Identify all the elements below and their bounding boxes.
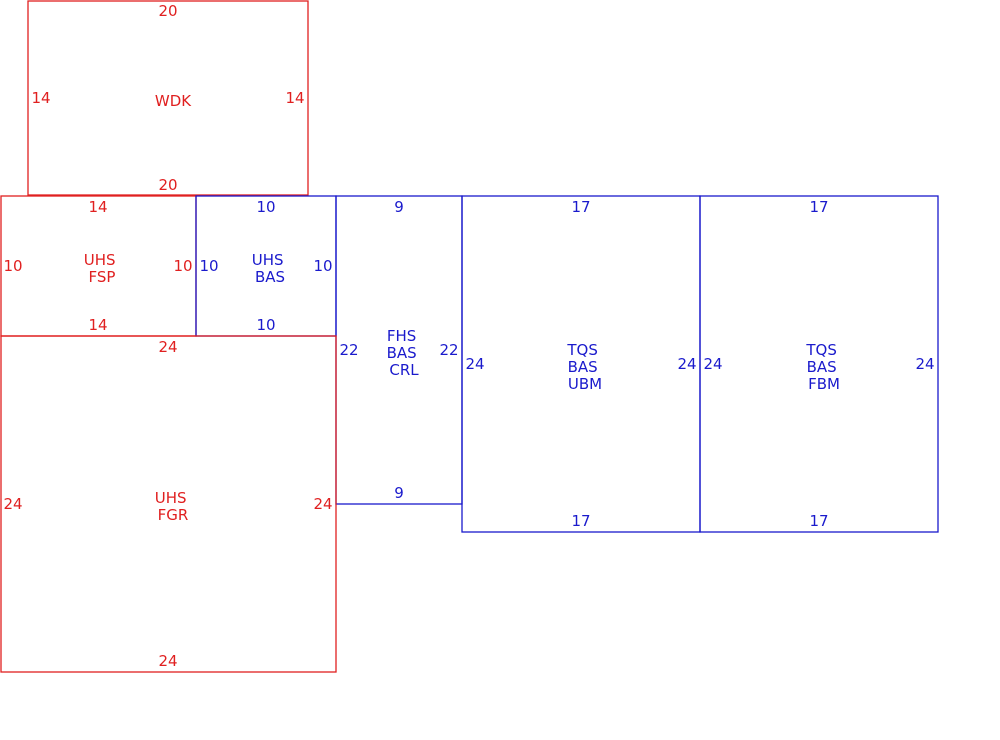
area-outline: [27, 0, 309, 196]
area-label-line: WDK: [155, 92, 192, 110]
dim-left: 24: [465, 355, 484, 373]
area-tqs-bas-ubm[interactable]: 17 17 24 24 TQS BAS UBM: [461, 195, 701, 533]
area-label: UHS BAS: [252, 251, 289, 286]
dim-left: 10: [199, 257, 218, 275]
area-label-line: UBM: [568, 375, 602, 393]
area-label-line: TQS: [805, 341, 837, 359]
dim-top: 17: [809, 198, 828, 216]
dim-left: 24: [3, 495, 22, 513]
area-uhs-fgr[interactable]: 24 24 24 24 UHS FGR: [0, 335, 337, 673]
area-fhs-bas-crl[interactable]: 9 9 22 22 FHS BAS CRL: [335, 195, 463, 505]
area-label-line: FHS: [387, 327, 416, 345]
area-label: FHS BAS CRL: [387, 327, 422, 379]
dim-right: 24: [915, 355, 934, 373]
area-label: TQS BAS FBM: [805, 341, 841, 393]
dim-top: 10: [256, 198, 275, 216]
dim-top: 24: [158, 338, 177, 356]
dim-bottom: 17: [809, 512, 828, 530]
area-outline: [699, 195, 939, 533]
area-label-line: CRL: [389, 361, 419, 379]
dim-bottom: 9: [394, 484, 404, 502]
area-outline: [0, 335, 337, 673]
area-label-line: BAS: [387, 344, 417, 362]
area-uhs-fsp[interactable]: 14 14 10 10 UHS FSP: [0, 195, 197, 337]
dim-right: 10: [313, 257, 332, 275]
dim-right: 10: [173, 257, 192, 275]
area-uhs-bas[interactable]: 10 10 10 10 UHS BAS: [195, 195, 337, 337]
area-label: TQS BAS UBM: [566, 341, 602, 393]
area-wdk[interactable]: 20 20 14 14 WDK: [27, 0, 309, 196]
dim-top: 9: [394, 198, 404, 216]
dim-left: 10: [3, 257, 22, 275]
area-label-line: TQS: [566, 341, 598, 359]
area-label: WDK: [155, 92, 192, 110]
area-label-line: BAS: [807, 358, 837, 376]
dim-right: 24: [313, 495, 332, 513]
dim-bottom: 17: [571, 512, 590, 530]
area-label-line: UHS: [252, 251, 284, 269]
area-label-line: BAS: [568, 358, 598, 376]
dim-top: 14: [88, 198, 107, 216]
dim-right: 22: [439, 341, 458, 359]
area-label: UHS FSP: [84, 251, 121, 286]
dim-top: 17: [571, 198, 590, 216]
area-label-line: FGR: [158, 506, 189, 524]
dim-bottom: 14: [88, 316, 107, 334]
area-tqs-bas-fbm[interactable]: 17 17 24 24 TQS BAS FBM: [699, 195, 939, 533]
dim-left: 22: [339, 341, 358, 359]
dim-bottom: 24: [158, 652, 177, 670]
area-label-line: FBM: [808, 375, 840, 393]
dim-bottom: 10: [256, 316, 275, 334]
area-label-line: UHS: [84, 251, 116, 269]
area-label-line: FSP: [89, 268, 116, 286]
area-label-line: UHS: [155, 489, 187, 507]
dim-top: 20: [158, 2, 177, 20]
dim-right: 24: [677, 355, 696, 373]
dim-bottom: 20: [158, 176, 177, 194]
area-label-line: BAS: [255, 268, 285, 286]
area-label: UHS FGR: [155, 489, 192, 524]
dim-left: 14: [31, 89, 50, 107]
dim-right: 14: [285, 89, 304, 107]
dim-left: 24: [703, 355, 722, 373]
